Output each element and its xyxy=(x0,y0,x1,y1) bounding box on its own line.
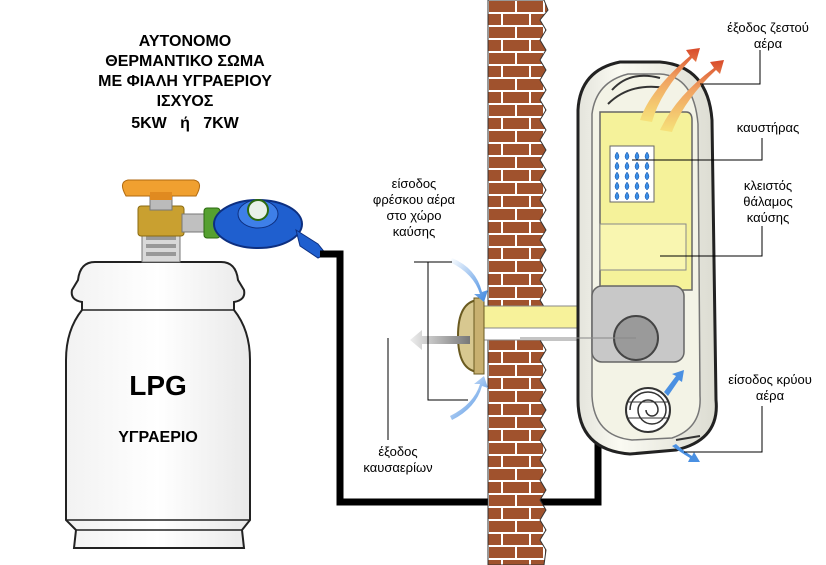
brick-wall xyxy=(483,0,593,565)
title-line-3: ΜΕ ΦΙΑΛΗ ΥΓΡΑΕΡΙΟΥ xyxy=(98,73,272,90)
label-closed-chamber-line-2: θάλαμος xyxy=(743,194,793,209)
cylinder-sub-label: ΥΓΡΑΕΡΙΟ xyxy=(118,429,198,446)
exhaust-arrow xyxy=(410,330,470,350)
leader-lines xyxy=(387,50,763,453)
burner-flame-icon xyxy=(644,161,650,171)
burner-flame-icon xyxy=(644,181,650,191)
label-hot-air-out-line-1: έξοδος ζεστού xyxy=(727,20,809,35)
burner-flame-icon xyxy=(614,151,620,161)
label-cold-air-in: είσοδος κρύου αέρα xyxy=(716,372,824,404)
label-burner: καυστήρας xyxy=(716,120,820,136)
burner-flame-icon xyxy=(614,161,620,171)
label-hot-air-out: έξοδος ζεστού αέρα xyxy=(712,20,824,52)
burner-flame-icon xyxy=(624,191,630,201)
burner-flame-icon xyxy=(624,181,630,191)
label-fresh-air-in-line-1: είσοδος xyxy=(391,176,437,191)
cold-air-arrow-top xyxy=(664,370,684,396)
label-fresh-air-in: είσοδος φρέσκου αέρα στο χώρο καύσης xyxy=(360,176,468,240)
label-closed-chamber: κλειστός θάλαμος καύσης xyxy=(716,178,820,226)
burner-flames xyxy=(614,151,650,201)
title-line-5: 5KW ή 7KW xyxy=(131,115,239,132)
hot-air-arrow-1 xyxy=(640,48,700,122)
label-cold-air-in-line-2: αέρα xyxy=(755,388,785,403)
cylinder-main-label: LPG xyxy=(129,370,187,401)
title-line-2: ΘΕΡΜΑΝΤΙΚΟ ΣΩΜΑ xyxy=(105,53,265,70)
fan-icon xyxy=(625,387,671,433)
burner-flame-icon xyxy=(624,171,630,181)
lpg-cylinder xyxy=(65,179,251,549)
title-line-4: ΙΣΧΥΟΣ xyxy=(156,93,214,110)
burner-flame-icon xyxy=(644,171,650,181)
burner-flame-icon xyxy=(624,151,630,161)
burner-flame-icon xyxy=(634,161,640,171)
heater-unit xyxy=(520,60,718,456)
label-flue-out: έξοδος καυσαερίων xyxy=(350,444,446,476)
burner-flame-icon xyxy=(624,161,630,171)
label-fresh-air-in-line-2: φρέσκου αέρα xyxy=(372,192,456,207)
label-flue-out-line-2: καυσαερίων xyxy=(363,460,433,475)
burner-flame-icon xyxy=(614,191,620,201)
label-closed-chamber-line-3: καύσης xyxy=(746,210,790,225)
label-closed-chamber-line-1: κλειστός xyxy=(743,178,793,193)
label-fresh-air-in-line-3: στο χώρο xyxy=(386,208,442,223)
label-hot-air-out-line-2: αέρα xyxy=(753,36,783,51)
burner-flame-icon xyxy=(634,171,640,181)
label-flue-out-line-1: έξοδος xyxy=(378,444,418,459)
fresh-air-arrow-top xyxy=(450,258,488,302)
hot-air-arrow-2 xyxy=(660,60,724,132)
burner-flame-icon xyxy=(614,171,620,181)
cold-air-arrow-bottom xyxy=(672,444,700,462)
burner-flame-icon xyxy=(614,181,620,191)
label-burner-line-1: καυστήρας xyxy=(736,120,800,135)
fresh-air-arrow-bottom xyxy=(450,376,488,420)
burner-flame-icon xyxy=(634,181,640,191)
gas-hose xyxy=(320,250,602,506)
label-fresh-air-in-line-4: καύσης xyxy=(392,224,436,239)
gas-regulator xyxy=(213,199,327,259)
title-line-1: ΑΥΤΟΝΟΜΟ xyxy=(138,33,232,50)
label-cold-air-in-line-1: είσοδος κρύου xyxy=(728,372,812,387)
burner-flame-icon xyxy=(644,191,650,201)
burner-flame-icon xyxy=(634,191,640,201)
